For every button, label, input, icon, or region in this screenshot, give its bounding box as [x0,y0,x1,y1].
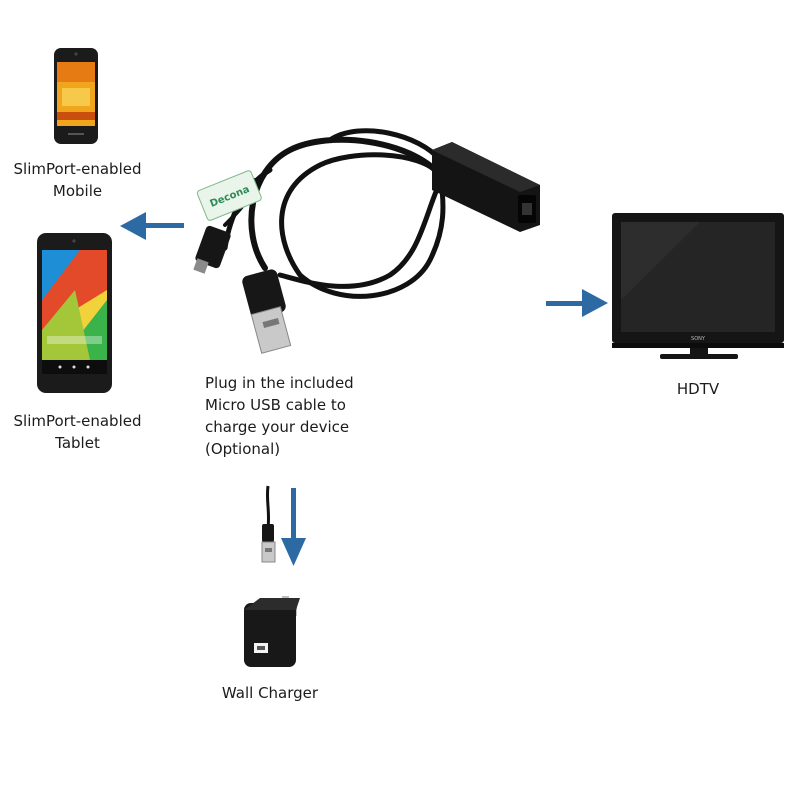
charge-instruction-text: Plug in the included Micro USB cable to … [205,374,354,458]
tablet-image [37,233,112,393]
micro-usb-plug-image [193,225,231,274]
hdtv-label: HDTV [676,380,720,398]
cable-tag-image: Decona [196,170,262,221]
hdtv-image: SONY [612,213,784,359]
arrow-left-icon [120,212,184,240]
mobile-label: SlimPort-enabled Mobile [13,160,142,200]
tablet-label: SlimPort-enabled Tablet [13,412,142,452]
usb-charge-cable-image [261,485,276,563]
tv-brand-text: SONY [691,336,706,342]
wall-charger-image [244,596,300,667]
hdmi-adapter-image [432,142,540,232]
arrow-right-icon [546,289,608,317]
usb-a-plug-image [242,269,292,354]
mobile-phone-image [54,48,98,144]
slimport-cable-image [222,128,446,299]
arrow-down-icon [281,488,306,566]
wall-charger-label: Wall Charger [221,684,319,702]
